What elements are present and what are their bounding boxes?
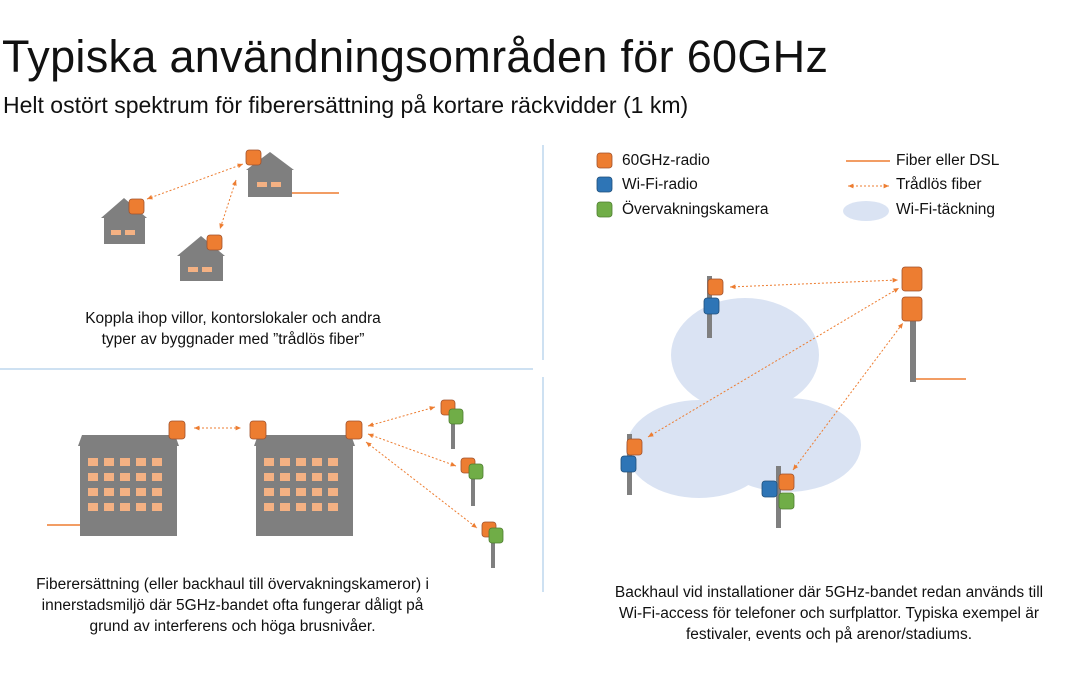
legend-wifi-coverage-label: Wi-Fi-täckning: [896, 201, 996, 218]
house-bottom: [177, 236, 225, 281]
building-window: [120, 503, 130, 511]
radio-60ghz-building-right-a: [249, 420, 267, 440]
building-window: [264, 488, 274, 496]
caption-city: Fiberersättning (eller backhaul till öve…: [0, 574, 465, 637]
caption-houses-line-2: typer av byggnader med ”trådlös fiber”: [101, 331, 365, 348]
caption-houses: Koppla ihop villor, kontorslokaler och a…: [0, 308, 466, 350]
wireless-link-ap-left: [647, 287, 900, 438]
building-window: [152, 503, 162, 511]
wireless-link-camera-1: [367, 406, 436, 427]
caption-city-line-2: innerstadsmiljö där 5GHz-bandet ofta fun…: [41, 597, 424, 614]
building-window: [120, 473, 130, 481]
caption-events-line-3: festivaler, events och på arenor/stadium…: [685, 626, 973, 643]
building-window: [104, 458, 114, 466]
caption-events-line-1: Backhaul vid installationer där 5GHz-ban…: [614, 584, 1044, 601]
building-window: [280, 458, 290, 466]
building-window: [88, 503, 98, 511]
legend-60ghz-radio-label: 60GHz-radio: [622, 152, 710, 169]
legend-camera-label: Övervakningskamera: [622, 201, 769, 218]
building-window: [152, 458, 162, 466]
wireless-link-camera-3: [365, 441, 478, 529]
building-window: [152, 473, 162, 481]
building-window: [264, 458, 274, 466]
wireless-link-house-2: [219, 179, 237, 230]
building-window: [328, 488, 338, 496]
building-window: [88, 458, 98, 466]
legend-wireless-fiber-label: Trådlös fiber: [896, 176, 982, 193]
building-window: [296, 488, 306, 496]
building-window: [328, 473, 338, 481]
building-window: [328, 458, 338, 466]
radio-60ghz-building-left: [168, 420, 186, 440]
wifi-coverage-top: [671, 298, 819, 412]
legend-fiber-label: Fiber eller DSL: [896, 152, 1000, 169]
radio-60ghz-house-top: [245, 149, 262, 166]
building-window: [312, 458, 322, 466]
caption-city-line-1: Fiberersättning (eller backhaul till öve…: [36, 576, 429, 593]
radio-60ghz-house-bottom: [206, 234, 223, 251]
building-window: [136, 458, 146, 466]
legend-camera-icon: [596, 201, 613, 218]
building-window: [312, 503, 322, 511]
legend-60ghz-radio-icon: [596, 152, 613, 169]
building-window: [104, 503, 114, 511]
building-window: [104, 473, 114, 481]
building-window: [312, 488, 322, 496]
building-window: [88, 473, 98, 481]
building-window: [280, 503, 290, 511]
legend-wifi-coverage-icon: [843, 201, 889, 221]
building-window: [264, 503, 274, 511]
camera-pole-2: [460, 457, 484, 506]
caption-events-line-2: Wi-Fi-access för telefoner och surfplatt…: [618, 605, 1040, 622]
wireless-link-camera-2: [367, 433, 457, 467]
legend-wifi-radio-icon: [596, 176, 613, 193]
page-title: Typiska användningsområden för 60GHz: [2, 31, 829, 82]
building-right: [254, 435, 355, 536]
radio-60ghz-house-left: [128, 198, 145, 215]
building-window: [264, 473, 274, 481]
building-window: [296, 473, 306, 481]
radio-60ghz-building-right-b: [345, 420, 363, 440]
building-window: [296, 503, 306, 511]
building-window: [136, 473, 146, 481]
main-pole: [901, 266, 923, 382]
wireless-link-house-1: [146, 163, 244, 200]
camera-pole-3: [481, 521, 504, 568]
legend-wifi-radio-label: Wi-Fi-radio: [622, 176, 698, 193]
building-window: [312, 473, 322, 481]
ap-pole-left: [620, 434, 643, 495]
house-left: [101, 198, 147, 244]
caption-events: Backhaul vid installationer där 5GHz-ban…: [578, 582, 1080, 645]
house-top: [246, 152, 294, 197]
building-window: [152, 488, 162, 496]
building-window: [280, 473, 290, 481]
building-window: [296, 458, 306, 466]
building-left: [78, 435, 179, 536]
building-window: [280, 488, 290, 496]
building-window: [120, 488, 130, 496]
caption-houses-line-1: Koppla ihop villor, kontorslokaler och a…: [85, 310, 381, 327]
building-window: [328, 503, 338, 511]
page-subtitle: Helt ostört spektrum för fiberersättning…: [3, 92, 689, 118]
wireless-link-ap-top: [729, 277, 899, 290]
caption-city-line-3: grund av interferens och höga brusnivåer…: [89, 618, 376, 635]
building-window: [104, 488, 114, 496]
building-window: [120, 458, 130, 466]
building-window: [136, 503, 146, 511]
ap-pole-bottom: [761, 466, 795, 528]
building-window: [88, 488, 98, 496]
building-window: [136, 488, 146, 496]
camera-pole-1: [440, 399, 464, 449]
wireless-link-ap-bottom: [792, 322, 904, 471]
